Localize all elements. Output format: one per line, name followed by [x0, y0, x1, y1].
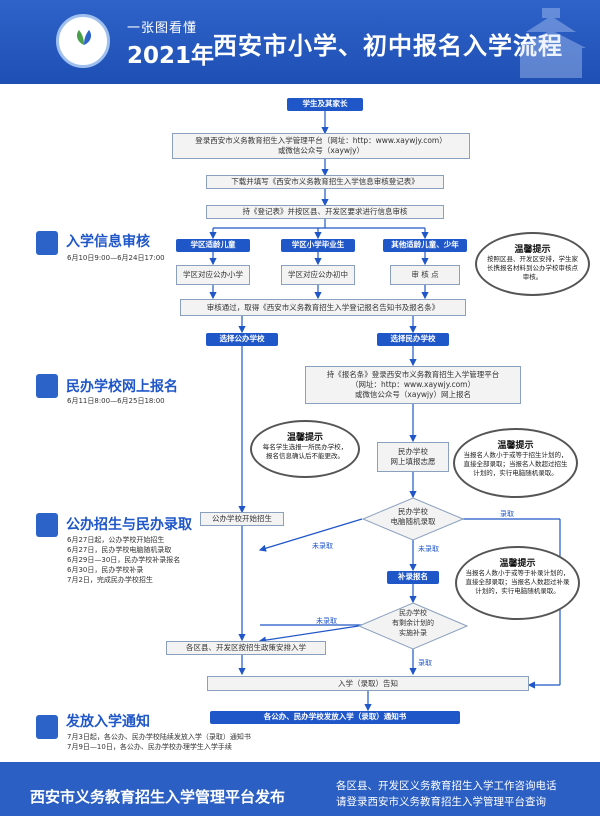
tip-body: 每名学生选报一所民办学校，报名信息确认后不能更改。 [262, 443, 348, 460]
section-title-private-register: 民办学校网上报名 [66, 379, 178, 395]
admission-notice-box: 入学（录取）告知 [207, 676, 529, 691]
tip-title: 温馨提示 [499, 559, 536, 569]
document-icon [36, 374, 58, 398]
private-online-register-box: 持《报名条》登录西安市义务教育招生入学管理平台 （网址：http：www.xay… [305, 366, 521, 404]
tip-cloud-1: 温馨提示 按照区县、开发区安排，学生家长携报名材料到公办学校审核点审核。 [475, 232, 590, 296]
final-notice-box: 各公办、民办学校发放入学（录取）通知书 [210, 711, 460, 724]
section-date-private-register: 6月11日8:00—6月25日18:00 [67, 397, 165, 405]
education-logo-icon [56, 14, 110, 68]
category-primary-graduates: 学区小学毕业生 [281, 239, 355, 252]
category-other-children: 其他适龄儿童、少年 [383, 239, 467, 252]
not-admitted-label-1: 未录取 [312, 542, 333, 550]
start-node: 学生及其家长 [287, 98, 363, 111]
approved-box: 审核通过，取得《西安市义务教育招生入学登记报名告知书及报名条》 [180, 299, 466, 316]
section-date-info-review: 6月10日9:00—6月24日17:00 [67, 254, 165, 262]
verify-info-box: 持《登记表》并按区县、开发区要求进行信息审核 [206, 205, 444, 219]
not-admitted-label-2: 未录取 [418, 545, 439, 553]
document-icon [36, 513, 58, 537]
review-point-box: 审 核 点 [390, 265, 460, 285]
page-title: 西安市小学、初中报名入学流程 [213, 32, 563, 60]
header-banner: 一张图看懂 2021年 西安市小学、初中报名入学流程 [0, 0, 600, 84]
category-school-age-children: 学区适龄儿童 [176, 239, 250, 252]
section-date-notice: 7月3日起，各公办、民办学校陆续发放入学（录取）通知书 7月9日—10日，各公办… [67, 733, 251, 751]
tip-title: 温馨提示 [514, 245, 551, 255]
footer-banner: 西安市义务教育招生入学管理平台发布 各区县、开发区义务教育招生入学工作咨询电话 … [0, 762, 600, 816]
admitted-label-1: 录取 [500, 510, 514, 518]
footer-contact: 各区县、开发区义务教育招生入学工作咨询电话 请登录西安市义务教育招生入学管理平台… [336, 780, 557, 808]
not-admitted-label-3: 未录取 [316, 617, 337, 625]
download-form-box: 下载并填写《西安市义务教育招生入学信息审核登记表》 [206, 175, 444, 189]
lottery-diamond [362, 497, 464, 541]
public-start-box: 公办学校开始招生 [200, 512, 284, 526]
section-date-admission: 6月27日起，公办学校开始招生 6月27日，民办学校电脑随机录取 6月29日—3… [67, 536, 181, 584]
choose-private-school: 选择民办学校 [377, 333, 449, 346]
admitted-label-2: 录取 [418, 659, 432, 667]
section-title-info-review: 入学信息审核 [66, 234, 150, 250]
tip-cloud-4: 温馨提示 当报名人数小于或等于补录计划的，直接全部录取；当报名人数超过补录计划的… [455, 546, 580, 620]
tip-cloud-3: 温馨提示 当报名人数小于或等于招生计划的，直接全部录取；当报名人数超过招生计划的… [453, 428, 578, 498]
header-slogan: 一张图看懂 [127, 21, 198, 36]
tip-title: 温馨提示 [286, 433, 323, 443]
footer-publisher: 西安市义务教育招生入学管理平台发布 [30, 788, 286, 806]
section-title-admission: 公办招生与民办录取 [66, 517, 192, 533]
document-icon [36, 231, 58, 255]
tip-body: 当报名人数小于或等于补录计划的，直接全部录取；当报名人数超过补录计划的，实行电脑… [465, 569, 570, 595]
tip-body: 当报名人数小于或等于招生计划的，直接全部录取；当报名人数超过招生计划的，实行电脑… [463, 451, 568, 477]
bell-tower-icon [516, 8, 586, 78]
tip-body: 按照区县、开发区安排，学生家长携报名材料到公办学校审核点审核。 [487, 255, 578, 281]
document-icon [36, 715, 58, 739]
login-platform-box: 登录西安市义务教育招生入学管理平台（网址：http：www.xaywjy.com… [172, 133, 470, 159]
lottery-label: 民办学校 电脑随机录取 [390, 507, 436, 526]
tip-title: 温馨提示 [497, 441, 534, 451]
private-online-wish-box: 民办学校 网上填报志愿 [377, 442, 449, 472]
remaining-diamond [358, 602, 468, 650]
header-year: 2021年 [127, 43, 215, 69]
public-primary-box: 学区对应公办小学 [176, 265, 250, 285]
district-arrange-box: 各区县、开发区按招生政策安排入学 [166, 641, 326, 655]
supplement-register: 补录报名 [387, 571, 439, 584]
choose-public-school: 选择公办学校 [206, 333, 278, 346]
tip-cloud-2: 温馨提示 每名学生选报一所民办学校，报名信息确认后不能更改。 [250, 420, 360, 478]
section-title-notice: 发放入学通知 [66, 714, 150, 730]
public-middle-box: 学区对应公办初中 [281, 265, 355, 285]
remaining-label: 民办学校 有剩余计划的 实施补录 [392, 609, 434, 637]
